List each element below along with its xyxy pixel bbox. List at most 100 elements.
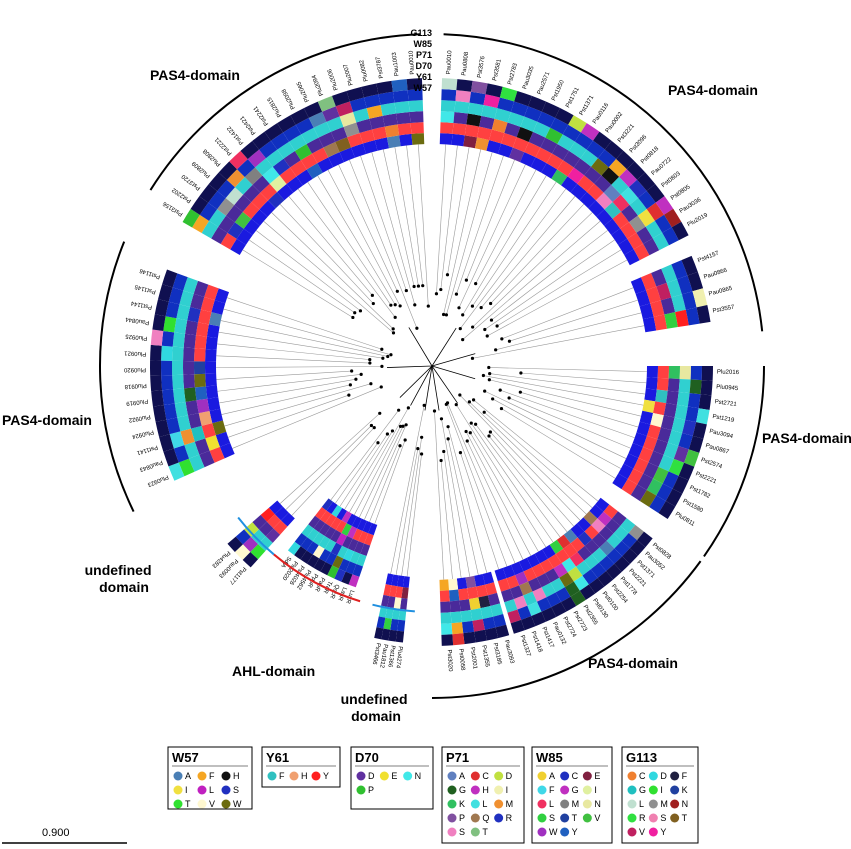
heatmap-cell: [343, 548, 355, 562]
heatmap-cell: [642, 399, 656, 413]
heatmap-cell: [539, 558, 554, 574]
tree-branch: [469, 401, 587, 515]
domain-label-undefined-left: undefined domain: [85, 562, 156, 595]
heatmap-cell: [209, 408, 223, 424]
heatmap-cell: [639, 410, 654, 425]
heatmap-cell: [646, 478, 663, 496]
legend-swatch: [670, 771, 680, 781]
heatmap-cell: [391, 574, 399, 587]
heatmap-cell: [606, 563, 622, 580]
legend-box: [621, 746, 699, 844]
heatmap-cell: [657, 366, 669, 379]
tree-node: [488, 430, 492, 434]
leaf-label: Pst3020: [446, 649, 453, 672]
legend-code: V: [594, 813, 600, 823]
heatmap-cell: [346, 526, 358, 539]
heatmap-cell: [364, 533, 374, 546]
heatmap-cell: [568, 115, 587, 133]
heatmap-cell: [579, 584, 596, 600]
heatmap-cell: [194, 386, 208, 401]
clade-arcs: [99, 33, 765, 699]
heatmap-cell: [366, 105, 383, 119]
heatmap-cell: [166, 417, 181, 435]
heatmap-cell: [277, 141, 295, 159]
heatmap-cell: [577, 531, 592, 546]
heatmap-cell: [569, 141, 587, 159]
heatmap-cell: [295, 117, 314, 135]
tree-node: [391, 327, 395, 331]
heatmap-cell: [391, 79, 408, 92]
heatmap-cell: [382, 113, 398, 127]
heatmap-cell: [676, 391, 690, 407]
heatmap-cell: [679, 366, 691, 380]
tree-node: [487, 378, 491, 382]
heatmap-cell: [330, 529, 342, 543]
heatmap-cell: [588, 200, 605, 217]
heatmap-cell: [463, 631, 476, 645]
tree-node: [389, 303, 393, 307]
heatmap-cell: [179, 290, 194, 307]
leaf-label: Plu0923: [146, 473, 169, 487]
leaf-label: Pst2421: [239, 114, 257, 136]
tree-node: [368, 361, 372, 365]
tree-node: [454, 403, 458, 407]
leaf-label: Pst2574: [700, 457, 723, 470]
heatmap-cell: [194, 438, 210, 455]
heatmap-cell: [531, 611, 546, 627]
tree-node: [489, 318, 494, 322]
tree-branch: [216, 370, 352, 380]
tree-branch: [431, 353, 476, 367]
heatmap-cell: [208, 191, 226, 210]
tree-branch: [475, 424, 561, 538]
tree-branch: [459, 394, 581, 521]
tree-node: [454, 292, 459, 296]
leaf-label: Pst1141: [135, 444, 158, 456]
heatmap-cell: [561, 557, 577, 573]
heatmap-cell: [533, 121, 551, 138]
heatmap-cell: [212, 420, 227, 436]
heatmap-cell: [376, 616, 386, 629]
tree-branch: [465, 431, 532, 556]
tree-node: [389, 353, 393, 357]
tree-branch: [431, 365, 458, 404]
tree-branch: [317, 175, 396, 305]
heatmap-cell: [671, 294, 686, 313]
legend-code: I: [594, 785, 597, 795]
heatmap-cell: [152, 314, 166, 331]
heatmap-cell: [652, 466, 669, 484]
legend-code: C: [482, 771, 489, 781]
heatmap-cell: [448, 578, 459, 591]
legend-swatch: [379, 771, 389, 781]
heatmap-cell: [646, 366, 658, 378]
heatmap-cell: [576, 560, 591, 576]
legend-swatch: [197, 799, 207, 809]
heatmap-cell: [614, 556, 630, 572]
heatmap-cell: [341, 571, 353, 585]
heatmap-cell: [626, 161, 646, 180]
heatmap-cell: [569, 551, 585, 567]
tree-node: [468, 431, 472, 435]
heatmap-cell: [374, 627, 384, 640]
heatmap-cell: [319, 523, 331, 536]
heatmap-cell: [653, 314, 668, 331]
leaf-label: Plu0920: [123, 366, 146, 372]
heatmap-cell: [177, 415, 192, 432]
heatmap-cell: [632, 432, 647, 447]
heatmap-cell: [300, 537, 313, 551]
heatmap-cell: [637, 172, 656, 191]
heatmap-cell: [259, 200, 276, 217]
heatmap-cell: [640, 273, 657, 291]
legend-code: R: [506, 813, 513, 823]
heatmap-cell: [541, 101, 561, 118]
heatmap-cell: [598, 525, 614, 541]
legend-code: C: [639, 771, 646, 781]
tree-node: [397, 408, 401, 412]
heatmap-cell: [614, 540, 630, 557]
clade-arc: [431, 560, 702, 699]
heatmap-cell: [342, 535, 353, 549]
heatmap-cell: [220, 232, 237, 250]
legend-swatch: [470, 771, 480, 781]
heatmap-cell: [388, 629, 398, 642]
heatmap-cell: [160, 360, 173, 376]
tree-branch: [508, 397, 631, 449]
